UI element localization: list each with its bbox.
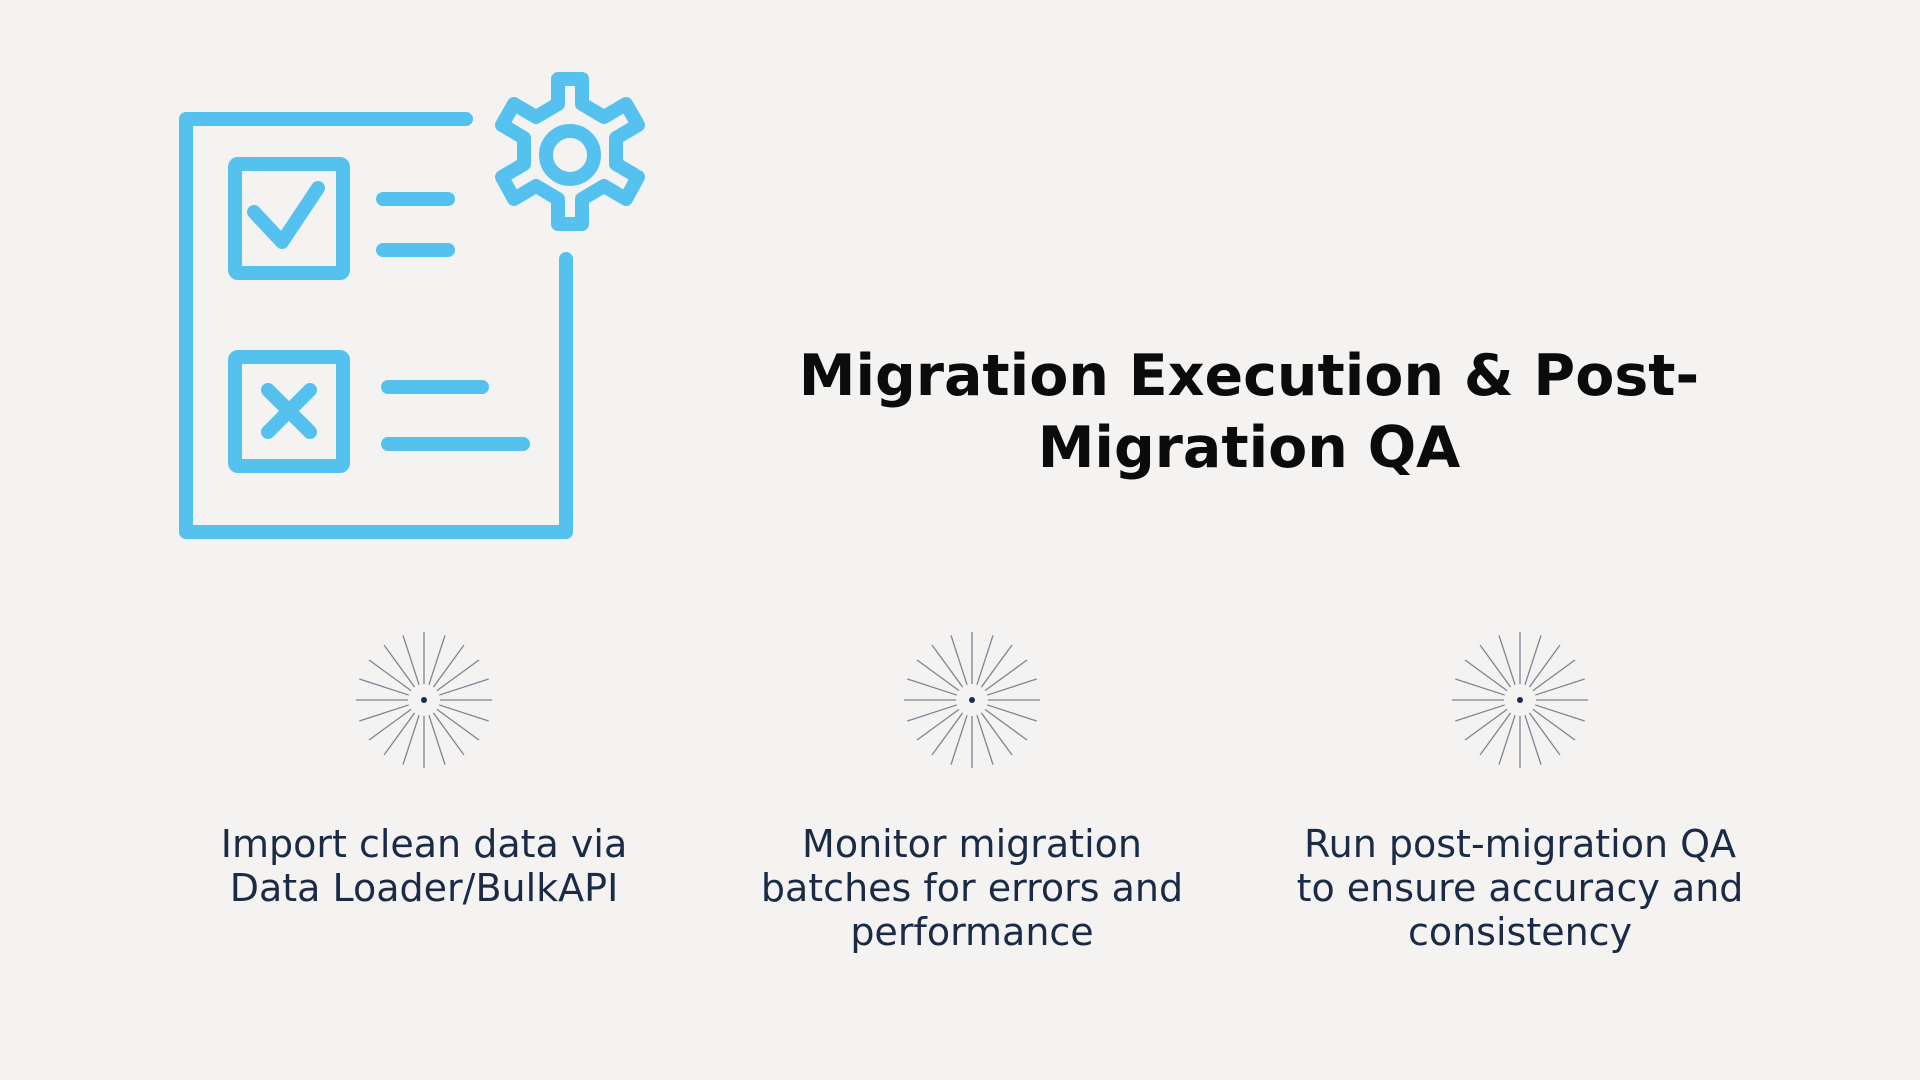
page-title: Migration Execution & Post- Migration QA	[745, 340, 1753, 484]
sparkle-ray	[907, 678, 957, 696]
sparkle-ray	[1464, 659, 1508, 692]
sparkle-ray	[1524, 635, 1542, 685]
cross-icon	[261, 383, 317, 439]
sparkle-ray	[916, 659, 960, 692]
sparkle-ray	[950, 635, 968, 685]
sparkle-ray	[984, 708, 1028, 741]
sparkle-ray	[1528, 712, 1561, 756]
sparkle-ray	[436, 659, 480, 692]
sparkle-ray	[402, 715, 420, 765]
sparkle-ray	[359, 678, 409, 696]
sparkle-ray	[1455, 704, 1505, 722]
sparkle-ray	[987, 678, 1037, 696]
sparkle-ray	[1535, 704, 1585, 722]
sparkle-ray	[931, 644, 964, 688]
sparkle-ray	[432, 712, 465, 756]
step-caption: Import clean data via Data Loader/BulkAP…	[220, 822, 628, 910]
sparkle-ray	[432, 644, 465, 688]
title-line-2: Migration QA	[1037, 415, 1461, 481]
sparkle-ray	[907, 704, 957, 722]
sparkle-ray	[1479, 644, 1512, 688]
title-line-1: Migration Execution & Post-	[798, 343, 1700, 409]
sparkle-ray	[439, 704, 489, 722]
sparkle-ray	[1455, 678, 1505, 696]
document-outline	[179, 112, 573, 539]
checkbox-checked-icon	[228, 157, 350, 280]
step-caption: Monitor migration batches for errors and…	[760, 822, 1184, 954]
sparkle-ray	[383, 712, 416, 756]
sparkle-center-dot	[421, 697, 427, 703]
sparkle-ray	[916, 708, 960, 741]
sparkle-ray	[359, 704, 409, 722]
sparkle-ray	[436, 708, 480, 741]
sparkle-burst-icon	[356, 632, 492, 768]
sparkle-ray	[1532, 708, 1576, 741]
sparkle-ray	[368, 659, 412, 692]
sparkle-ray	[1464, 708, 1508, 741]
sparkle-ray	[987, 704, 1037, 722]
sparkle-center-dot	[1517, 697, 1523, 703]
sparkle-burst-icon	[904, 632, 1040, 768]
sparkle-ray	[1498, 635, 1516, 685]
sparkle-ray	[980, 644, 1013, 688]
sparkle-ray	[976, 635, 994, 685]
sparkle-center-dot	[969, 697, 975, 703]
step-caption: Run post-migration QA to ensure accuracy…	[1296, 822, 1744, 954]
gear-icon	[495, 72, 645, 231]
sparkle-ray	[984, 659, 1028, 692]
sparkle-ray	[428, 715, 446, 765]
sparkle-burst-icon	[1452, 632, 1588, 768]
sparkle-ray	[1479, 712, 1512, 756]
checkbox-crossed-icon	[228, 350, 350, 473]
sparkle-ray	[1532, 659, 1576, 692]
sparkle-ray	[402, 635, 420, 685]
sparkle-ray	[976, 715, 994, 765]
sparkle-ray	[368, 708, 412, 741]
sparkle-ray	[950, 715, 968, 765]
sparkle-ray	[1535, 678, 1585, 696]
sparkle-ray	[1524, 715, 1542, 765]
checkmark-icon	[247, 181, 325, 249]
sparkle-ray	[1498, 715, 1516, 765]
sparkle-ray	[383, 644, 416, 688]
sparkle-ray	[980, 712, 1013, 756]
sparkle-ray	[1528, 644, 1561, 688]
sparkle-ray	[428, 635, 446, 685]
checklist-gear-icon	[179, 72, 645, 539]
sparkle-ray	[439, 678, 489, 696]
sparkle-ray	[931, 712, 964, 756]
